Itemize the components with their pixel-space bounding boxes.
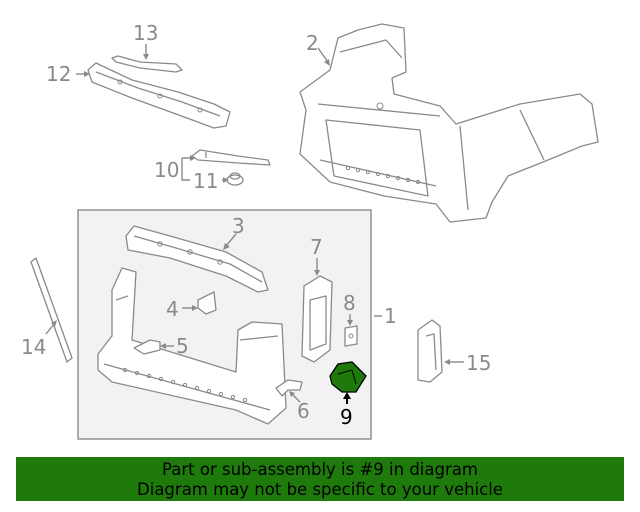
callout-1: 1 bbox=[384, 304, 397, 328]
part-14-rod bbox=[30, 257, 73, 363]
callout-7: 7 bbox=[310, 235, 323, 259]
part-3-tie-bar bbox=[125, 225, 269, 293]
part-9-highlighted-bracket[interactable] bbox=[329, 361, 367, 393]
part-12-upper-bar bbox=[87, 62, 231, 129]
callout-13: 13 bbox=[133, 21, 158, 45]
part-11-grommet bbox=[226, 172, 244, 186]
callout-8: 8 bbox=[343, 291, 356, 315]
part-13-rod bbox=[111, 55, 183, 73]
callout-2: 2 bbox=[306, 31, 319, 55]
callout-11: 11 bbox=[193, 169, 218, 193]
callout-10: 10 bbox=[154, 158, 179, 182]
part-15-bracket bbox=[417, 319, 443, 383]
part-7-side-bracket bbox=[301, 275, 333, 363]
callout-labels: 1 2 3 4 5 6 7 8 9 10 11 12 13 14 15 bbox=[21, 21, 491, 429]
callout-12: 12 bbox=[46, 62, 71, 86]
leader-lines bbox=[45, 44, 464, 404]
part-8-plate bbox=[344, 325, 358, 347]
callout-4: 4 bbox=[166, 297, 179, 321]
callout-14: 14 bbox=[21, 335, 46, 359]
part-4-bracket bbox=[197, 291, 217, 315]
part-1-lower-support bbox=[97, 267, 287, 425]
part-6-clip bbox=[275, 379, 303, 397]
part-2-radiator-support bbox=[299, 23, 599, 223]
info-banner: Part or sub-assembly is #9 in diagram Di… bbox=[16, 457, 624, 501]
callout-6: 6 bbox=[297, 399, 310, 423]
banner-line-1: Part or sub-assembly is #9 in diagram bbox=[162, 460, 478, 479]
callout-5: 5 bbox=[176, 334, 189, 358]
part-10-strip bbox=[191, 149, 271, 166]
callout-15: 15 bbox=[466, 351, 491, 375]
callout-9[interactable]: 9 bbox=[340, 405, 353, 429]
callout-3: 3 bbox=[232, 214, 245, 238]
banner-line-2: Diagram may not be specific to your vehi… bbox=[137, 480, 503, 499]
